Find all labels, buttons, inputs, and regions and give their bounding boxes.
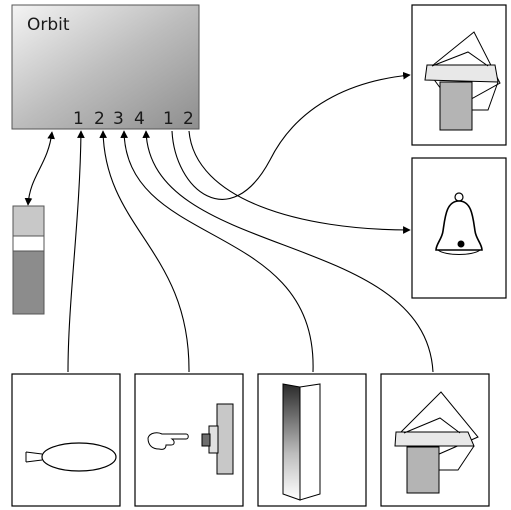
wire-input-4 <box>142 130 434 373</box>
window-sensor-icon <box>394 391 479 494</box>
door-contact-box <box>257 373 367 507</box>
bulb-icon <box>25 442 117 472</box>
output-port-2: 2 <box>183 109 194 129</box>
input-port-3: 3 <box>113 109 124 129</box>
door-icon <box>282 383 321 501</box>
wire-output-2 <box>188 130 411 234</box>
input-port-4: 4 <box>134 109 145 129</box>
orbit-device: Orbit 1 2 3 4 1 2 <box>11 4 200 130</box>
input-port-2: 2 <box>94 109 105 129</box>
output-port-1: 1 <box>163 109 174 129</box>
wire-input-3 <box>120 130 314 373</box>
window-sensor-box <box>380 373 490 507</box>
light-bulb-box <box>11 373 121 507</box>
wire-input-2 <box>99 130 190 373</box>
alarm-bell-box <box>411 157 507 299</box>
window-actuator-box <box>411 4 507 146</box>
bell-icon <box>435 192 483 255</box>
input-port-1: 1 <box>73 109 84 129</box>
wire-output-1 <box>171 71 411 200</box>
push-button-icon <box>147 403 234 475</box>
window-icon <box>424 31 501 131</box>
device-title: Orbit <box>27 15 70 35</box>
battery-switch-icon <box>12 205 45 315</box>
push-button-box <box>134 373 244 507</box>
wire-battery <box>24 131 55 206</box>
wire-input-1 <box>67 130 85 373</box>
